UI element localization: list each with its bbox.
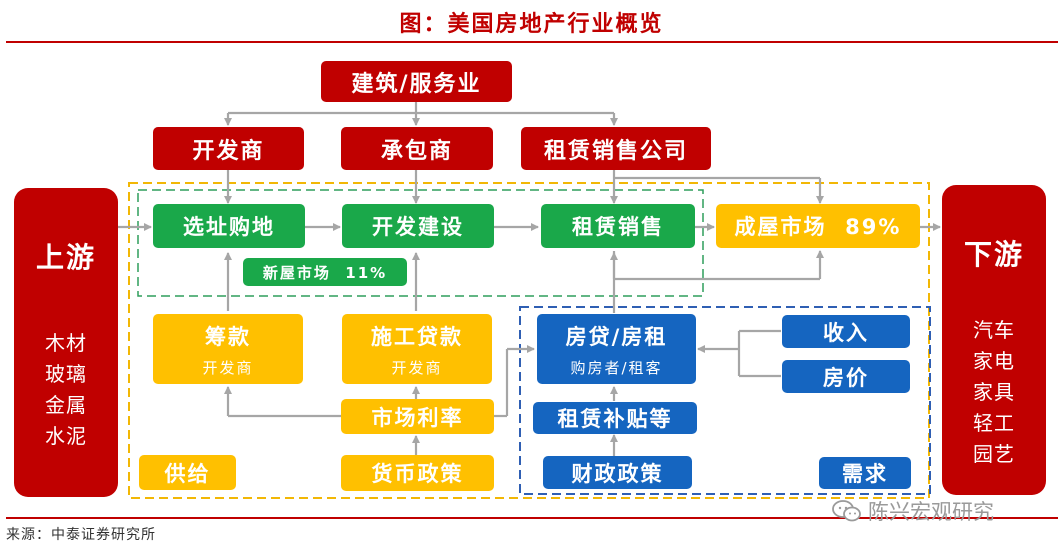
monetary-policy-box: 货币政策 [341,455,494,491]
income-box: 收入 [782,315,910,348]
downstream-industry: 轻工 [973,411,1015,435]
fundraising-box: 筹款 开发商 [153,314,303,384]
fundraising-sub-label: 开发商 [202,358,254,377]
rental-subsidy-box: 租赁补贴等 [533,402,697,434]
downstream-industries-list: 汽车 家电 家具 轻工 园艺 [942,315,1046,470]
watermark-text: 陈兴宏观研究 [868,500,994,524]
mortgage-rent-box: 房贷/房租 购房者/租客 [537,314,696,384]
upstream-title: 上游 [35,241,96,274]
wechat-icon [832,500,861,522]
market-rate-box: 市场利率 [341,399,494,434]
developer-box: 开发商 [153,127,304,170]
upstream-materials-list: 木材 玻璃 金属 水泥 [14,328,118,452]
supply-dashed-frame [128,182,930,499]
figure-title: 图：美国房地产行业概览 [399,12,664,37]
downstream-industry: 园艺 [973,442,1015,466]
construction-loan-sub-label: 开发商 [391,358,443,377]
fiscal-policy-box: 财政政策 [543,456,692,489]
chain-dashed-frame [137,189,704,297]
supply-label-box: 供给 [139,455,236,490]
existing-home-market-box: 成屋市场 89% [716,204,920,248]
mortgage-rent-label: 房贷/房租 [565,324,668,349]
leasing-sales-box: 租赁销售 [541,204,695,248]
upstream-material: 水泥 [45,424,87,448]
downstream-title: 下游 [963,238,1024,271]
site-land-purchase-box: 选址购地 [153,204,305,248]
construction-loan-box: 施工贷款 开发商 [342,314,492,384]
fundraising-label: 筹款 [205,324,251,349]
construction-loan-label: 施工贷款 [371,324,463,349]
development-construction-box: 开发建设 [342,204,494,248]
construction-services-box: 建筑/服务业 [321,61,512,102]
demand-label-box: 需求 [819,457,911,489]
footer-rule [6,517,1058,519]
upstream-material: 木材 [45,331,87,355]
demand-dashed-frame [519,306,931,495]
downstream-panel: 下游 汽车 家电 家具 轻工 园艺 [942,185,1046,495]
contractor-box: 承包商 [341,127,493,170]
title-rule [6,41,1058,43]
downstream-industry: 汽车 [973,318,1015,342]
downstream-industry: 家具 [973,380,1015,404]
watermark: 陈兴宏观研究 [832,496,994,526]
leasing-sales-company-box: 租赁销售公司 [521,127,711,170]
upstream-panel: 上游 木材 玻璃 金属 水泥 [14,188,118,497]
mortgage-rent-sub-label: 购房者/租客 [570,358,663,377]
house-price-box: 房价 [782,360,910,393]
downstream-industry: 家电 [973,349,1015,373]
upstream-material: 玻璃 [45,362,87,386]
new-home-market-box: 新屋市场 11% [243,258,407,286]
source-note: 来源：中泰证券研究所 [6,527,156,543]
upstream-material: 金属 [45,393,87,417]
